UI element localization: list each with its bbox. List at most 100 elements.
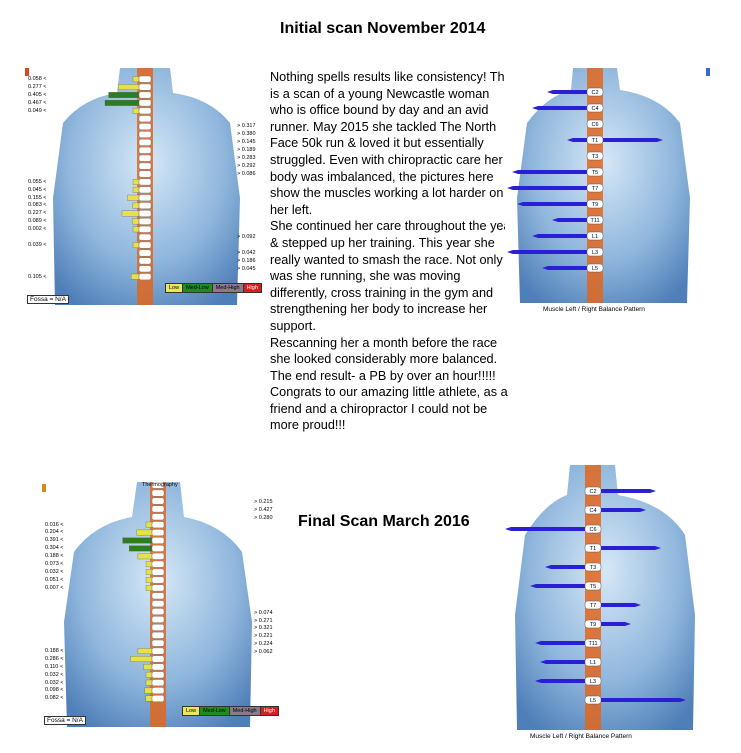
left-thermo-bar (118, 84, 140, 90)
legend-med-low: Med-Low (183, 284, 213, 292)
right-thermo-value: > 0.189 (237, 147, 256, 154)
vertebra-marker (138, 115, 152, 123)
vertebra-box (584, 638, 602, 648)
corner-mark (25, 68, 29, 76)
vertebra-marker (151, 513, 165, 521)
right-thermo-value: > 0.186 (237, 257, 256, 264)
right-thermo-value: > 0.380 (237, 131, 256, 138)
left-thermo-bar (145, 671, 153, 678)
vertebra-marker (151, 647, 165, 655)
right-emg-arrow (601, 489, 656, 493)
vertebra-marker (138, 273, 152, 281)
vertebra-marker (138, 233, 152, 241)
left-thermo-value: 0.082 < (45, 695, 64, 702)
vertebra-marker (151, 489, 165, 497)
left-thermo-bar (145, 569, 153, 575)
vertebra-marker (138, 225, 152, 233)
vertebra-marker (151, 544, 165, 552)
initial-scan-title: Initial scan November 2014 (280, 20, 486, 37)
final-scan-title: Final Scan March 2016 (298, 513, 470, 530)
right-thermo-value: > 0.086 (237, 170, 256, 177)
vertebra-label: T1 (592, 138, 598, 144)
right-thermo-value: > 0.271 (254, 617, 273, 624)
right-thermo-value: > 0.215 (254, 499, 273, 505)
left-thermo-bar (145, 585, 153, 591)
left-thermo-bar (127, 194, 140, 201)
vertebra-label: C6 (589, 527, 596, 533)
back-figure (517, 68, 690, 303)
left-thermo-value: 0.105 < (28, 273, 47, 280)
left-emg-arrow (505, 527, 585, 531)
left-thermo-value: 0.188 < (45, 553, 64, 560)
right-thermo-value: > 0.317 (237, 123, 256, 130)
left-thermo-value: 0.204 < (45, 529, 64, 536)
left-thermo-value: 0.083 < (28, 202, 47, 209)
vertebra-marker (138, 210, 152, 217)
vertebra-box (584, 657, 602, 667)
right-emg-arrow (601, 603, 641, 607)
thermography-initial-panel: 0.058 <0.277 <0.405 <0.467 <0.049 <0.055… (25, 68, 265, 305)
vertebra-marker (151, 687, 165, 695)
left-thermo-bar (145, 695, 153, 702)
story-paragraph: Rescanning her a month before the race s… (270, 335, 508, 433)
vertebra-label: T9 (592, 202, 598, 208)
left-emg-arrow (530, 584, 585, 588)
left-emg-arrow (552, 218, 587, 222)
vertebra-box (584, 676, 602, 686)
thermography-initial-figure (53, 68, 240, 305)
vertebra-box (584, 600, 602, 610)
vertebra-label: C4 (589, 508, 596, 514)
left-thermo-value: 0.089 < (28, 218, 47, 225)
right-emg-arrow (601, 546, 661, 550)
left-thermo-value: 0.049 < (28, 107, 47, 114)
left-thermo-value: 0.227 < (28, 210, 47, 217)
left-emg-arrow (540, 660, 585, 664)
vertebra-marker (138, 162, 152, 170)
spine-column (585, 465, 601, 730)
vertebra-box (586, 135, 604, 145)
vertebra-marker (151, 655, 165, 663)
legend-med-high: Med-High (212, 284, 244, 292)
vertebra-marker (138, 257, 152, 265)
story-paragraph: Nothing spells results like consistency!… (270, 70, 514, 217)
vertebra-label: T7 (592, 186, 598, 192)
legend-high: High (260, 707, 278, 715)
left-thermo-value: 0.277 < (28, 83, 47, 90)
left-thermo-bar (132, 202, 140, 209)
left-thermo-bar (145, 679, 153, 686)
left-thermo-bar (132, 186, 140, 193)
vertebra-box (586, 119, 604, 129)
left-emg-arrow (532, 106, 587, 110)
fossa-label: Fossa = N/A (27, 295, 69, 304)
left-thermo-bar (122, 537, 153, 544)
vertebra-marker (151, 529, 165, 537)
vertebra-label: L5 (592, 266, 598, 272)
vertebra-marker (151, 552, 165, 560)
vertebra-box (586, 215, 604, 225)
vertebra-label: T3 (590, 565, 596, 571)
left-thermo-value: 0.098 < (45, 687, 64, 694)
left-thermo-value: 0.286 < (45, 655, 64, 662)
left-thermo-value: 0.051 < (45, 576, 64, 583)
left-emg-arrow (517, 202, 587, 206)
left-thermo-bar (144, 687, 153, 694)
right-thermo-value: > 0.221 (254, 633, 273, 640)
corner-mark (706, 68, 710, 76)
left-thermo-bar (130, 273, 140, 280)
left-thermo-value: 0.039 < (28, 241, 47, 248)
emg-caption: Muscle Left / Right Balance Pattern (543, 306, 645, 313)
thermography-header: Thermography (142, 482, 178, 488)
vertebra-marker (151, 521, 165, 529)
vertebra-marker (151, 576, 165, 584)
vertebra-marker (138, 265, 152, 273)
vertebra-box (584, 524, 602, 534)
vertebra-box (586, 199, 604, 209)
vertebra-marker (138, 186, 152, 194)
right-thermo-value: > 0.224 (254, 641, 273, 648)
left-emg-arrow (535, 641, 585, 645)
left-thermo-value: 0.002 < (28, 226, 47, 233)
right-emg-arrow (601, 698, 686, 702)
vertebra-box (584, 581, 602, 591)
left-thermo-bar (132, 76, 140, 83)
